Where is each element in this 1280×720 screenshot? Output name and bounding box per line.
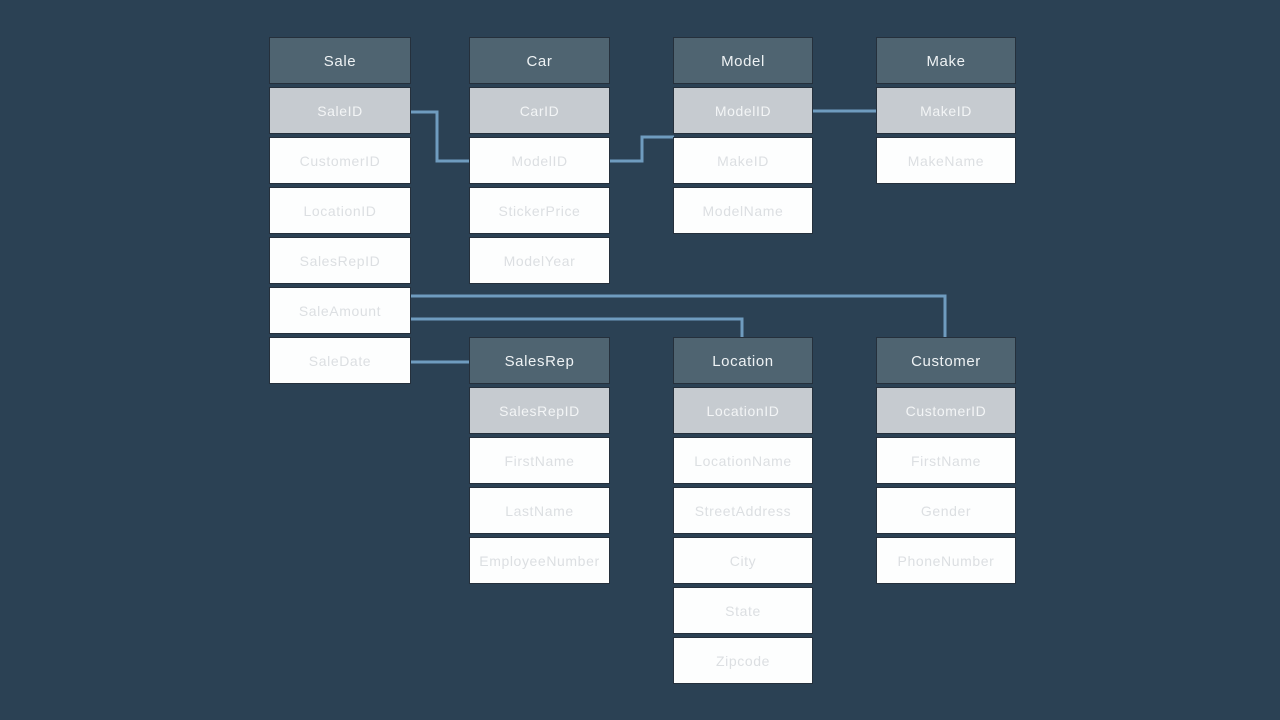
table-location-row-city: City	[673, 537, 813, 584]
table-salesrep-row-employeenumber: EmployeeNumber	[469, 537, 610, 584]
table-sale-row-customerid: CustomerID	[269, 137, 411, 184]
table-sale-row-salesrepid: SalesRepID	[269, 237, 411, 284]
table-salesrep-row-lastname: LastName	[469, 487, 610, 534]
table-location-row-locationname: LocationName	[673, 437, 813, 484]
table-model-row-modelid: ModelID	[673, 87, 813, 134]
table-salesrep-header: SalesRep	[469, 337, 610, 384]
table-customer-row-firstname: FirstName	[876, 437, 1016, 484]
connector-sale-customer	[411, 294, 947, 339]
table-model: Model ModelID MakeID ModelName	[673, 37, 813, 237]
table-location: Location LocationID LocationName StreetA…	[673, 337, 813, 687]
table-sale-row-saleamount: SaleAmount	[269, 287, 411, 334]
table-customer-row-phonenumber: PhoneNumber	[876, 537, 1016, 584]
table-model-row-makeid: MakeID	[673, 137, 813, 184]
table-location-row-streetaddress: StreetAddress	[673, 487, 813, 534]
table-location-header: Location	[673, 337, 813, 384]
table-customer-header: Customer	[876, 337, 1016, 384]
connector-sale-location	[411, 317, 744, 339]
table-car-row-modelid: ModelID	[469, 137, 610, 184]
table-sale: Sale SaleID CustomerID LocationID SalesR…	[269, 37, 411, 387]
table-car-header: Car	[469, 37, 610, 84]
table-customer: Customer CustomerID FirstName Gender Pho…	[876, 337, 1016, 587]
table-sale-row-saleid: SaleID	[269, 87, 411, 134]
table-car-row-stickerprice: StickerPrice	[469, 187, 610, 234]
table-make-row-makeid: MakeID	[876, 87, 1016, 134]
table-make: Make MakeID MakeName	[876, 37, 1016, 187]
table-model-header: Model	[673, 37, 813, 84]
table-make-header: Make	[876, 37, 1016, 84]
connector-sale-car	[411, 110, 470, 163]
table-customer-row-customerid: CustomerID	[876, 387, 1016, 434]
table-make-row-makename: MakeName	[876, 137, 1016, 184]
table-car: Car CarID ModelID StickerPrice ModelYear	[469, 37, 610, 287]
table-sale-header: Sale	[269, 37, 411, 84]
table-customer-row-gender: Gender	[876, 487, 1016, 534]
connector-car-model	[609, 135, 674, 163]
table-location-row-state: State	[673, 587, 813, 634]
table-sale-row-locationid: LocationID	[269, 187, 411, 234]
table-sale-row-saledate: SaleDate	[269, 337, 411, 384]
table-location-row-zipcode: Zipcode	[673, 637, 813, 684]
table-car-row-carid: CarID	[469, 87, 610, 134]
table-model-row-modelname: ModelName	[673, 187, 813, 234]
table-location-row-locationid: LocationID	[673, 387, 813, 434]
table-salesrep-row-salesrepid: SalesRepID	[469, 387, 610, 434]
table-salesrep-row-firstname: FirstName	[469, 437, 610, 484]
table-salesrep: SalesRep SalesRepID FirstName LastName E…	[469, 337, 610, 587]
table-car-row-modelyear: ModelYear	[469, 237, 610, 284]
